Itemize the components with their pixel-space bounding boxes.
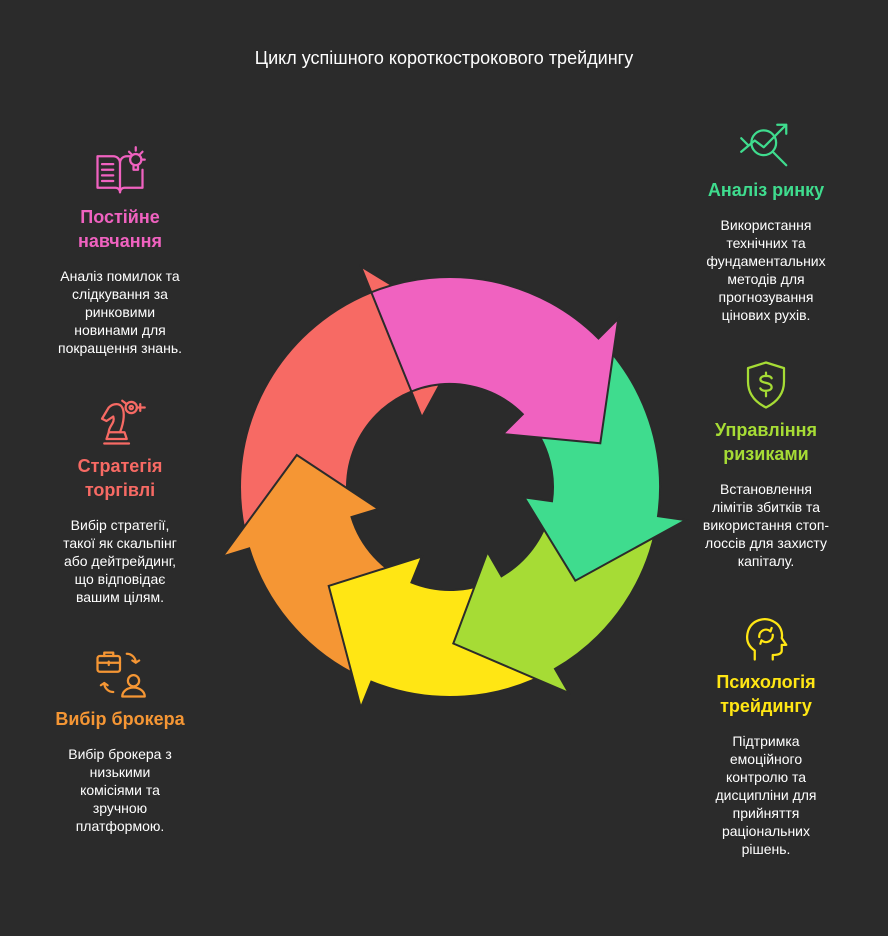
item-heading: Вибір брокера xyxy=(55,709,185,729)
item-description: Підтримка емоційного контролю та дисципл… xyxy=(715,733,817,857)
book-lightbulb-icon xyxy=(96,146,146,194)
item-description: Вибір брокера з низькими комісіями та зр… xyxy=(68,746,172,834)
shield-dollar-icon xyxy=(746,361,786,409)
item-broker: Вибір брокера Вибір брокера з низькими к… xyxy=(40,647,200,835)
item-psychology: Психологія трейдингу Підтримка емоційног… xyxy=(686,610,846,858)
item-market: Аналіз ринку Використання технічних та ф… xyxy=(686,118,846,324)
item-heading: Управління ризиками xyxy=(715,420,817,464)
item-risk: Управління ризиками Встановлення лімітів… xyxy=(686,358,846,570)
item-education: Постійне навчання Аналіз помилок та слід… xyxy=(40,145,200,357)
item-heading: Постійне навчання xyxy=(78,207,162,251)
chess-knight-icon xyxy=(100,399,146,445)
item-heading: Аналіз ринку xyxy=(707,180,825,200)
chart-magnifier-icon xyxy=(740,123,788,167)
item-strategy: Стратегія торгівлі Вибір стратегії, тако… xyxy=(40,394,200,606)
diagram-title: Цикл успішного короткострокового трейдин… xyxy=(254,48,634,68)
item-heading: Психологія трейдингу xyxy=(716,672,816,716)
item-description: Вибір стратегії, такої як скальпінг або … xyxy=(63,517,177,605)
briefcase-exchange-icon xyxy=(96,651,146,698)
item-description: Встановлення лімітів збитків та використ… xyxy=(702,481,830,569)
head-gears-icon xyxy=(746,618,788,661)
item-heading: Стратегія торгівлі xyxy=(77,456,163,500)
item-description: Аналіз помилок та слідкування за ринкови… xyxy=(58,268,182,356)
item-description: Використання технічних та фундаментальни… xyxy=(706,217,826,323)
arrow-education xyxy=(369,275,620,445)
